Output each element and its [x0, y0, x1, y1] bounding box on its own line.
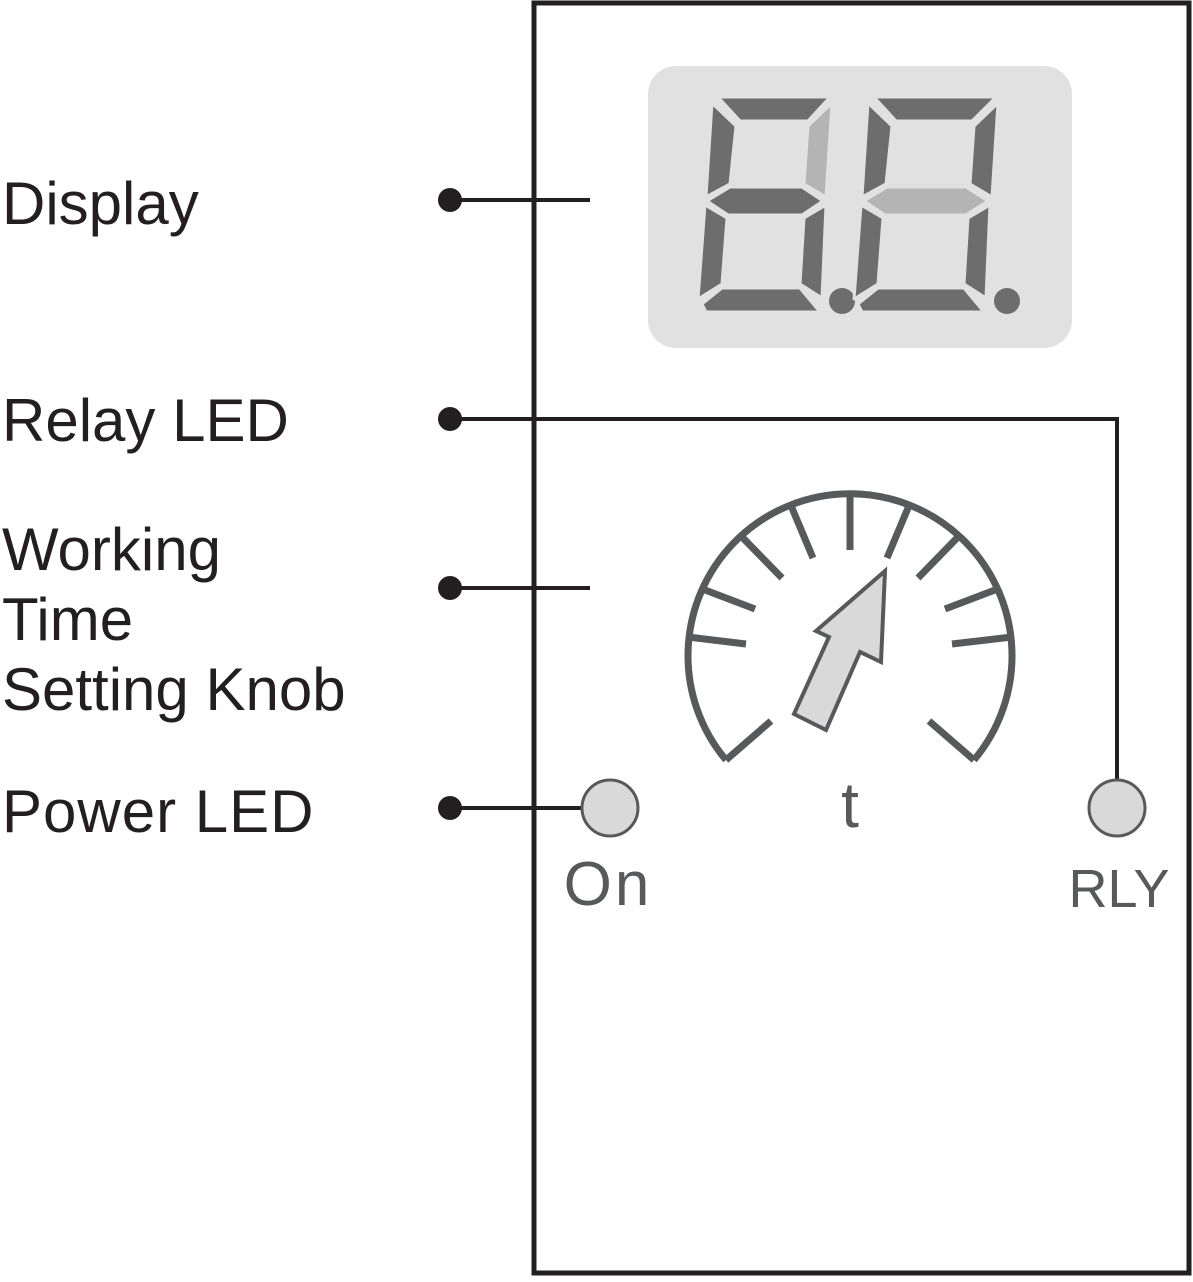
display-digit-1: [696, 95, 834, 314]
segment: [862, 185, 990, 217]
display-decimal-point-1: [829, 288, 855, 314]
dial-tick: [703, 586, 757, 613]
dial-tick: [915, 535, 960, 581]
label-knob-line2: Time: [2, 586, 133, 653]
leader-relay-led: [438, 407, 1119, 785]
segment: [872, 95, 998, 123]
relay-led-caption: RLY: [1068, 859, 1169, 919]
segment: [716, 95, 832, 123]
segment: [968, 101, 1000, 199]
segment: [705, 185, 825, 217]
segment: [696, 203, 729, 301]
power-led-caption: On: [564, 850, 653, 919]
label-relay-led: Relay LED: [2, 387, 289, 454]
leader-display: [438, 188, 590, 212]
relay-led-indicator: [1087, 778, 1147, 838]
segment: [700, 286, 822, 314]
dial-tick: [723, 718, 774, 763]
label-power-led: Power LED: [2, 778, 314, 845]
segment: [860, 101, 894, 199]
dial-tick: [883, 506, 912, 560]
leader-power-led: [438, 796, 582, 820]
power-led-indicator: [580, 778, 640, 838]
leader-knob: [438, 576, 590, 600]
seven-segment-display: [648, 66, 1072, 348]
dial-ticks: [687, 493, 1013, 763]
segment: [852, 203, 885, 301]
segment: [962, 203, 992, 300]
knob-pointer-arrow[interactable]: [791, 566, 888, 733]
label-knob-line1: Working: [2, 516, 221, 583]
dial-tick: [943, 586, 997, 613]
label-knob-line3: Setting Knob: [2, 656, 346, 723]
label-display: Display: [2, 170, 199, 237]
segment: [798, 203, 828, 300]
segment: [856, 286, 986, 314]
knob-symbol: t: [841, 769, 859, 841]
display-decimal-point-2: [994, 288, 1020, 314]
dial-tick: [951, 633, 1013, 648]
segment: [704, 101, 738, 199]
dial-tick: [687, 633, 747, 648]
dial-tick: [926, 718, 977, 763]
dial-tick: [740, 535, 785, 581]
segment: [802, 101, 834, 199]
time-setting-knob[interactable]: t: [684, 490, 1016, 841]
dial-tick: [788, 506, 817, 560]
display-digit-2: [852, 95, 1000, 314]
